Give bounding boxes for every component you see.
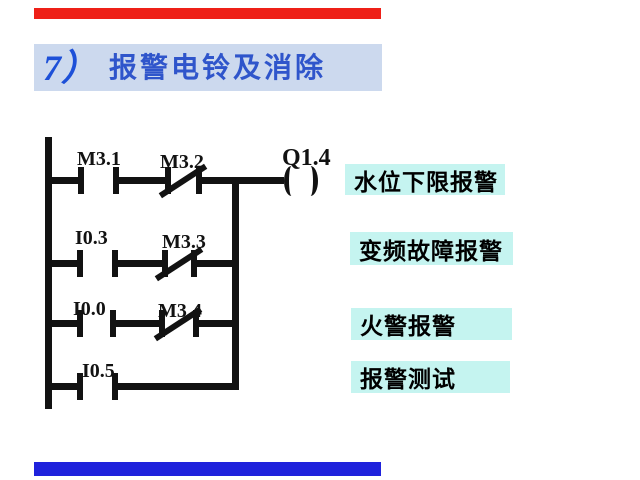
- wire: [118, 383, 239, 390]
- annotation-vfd-fault-alarm: 变频故障报警: [350, 232, 513, 265]
- wire: [52, 177, 78, 184]
- coil-icon: [284, 166, 299, 196]
- wire: [199, 320, 239, 327]
- contact-bar: [191, 250, 197, 277]
- contact-bar: [77, 250, 83, 277]
- wire: [197, 260, 239, 267]
- annotation-alarm-test: 报警测试: [351, 361, 510, 393]
- coil-icon: [303, 166, 318, 196]
- contact-label: M3.3: [162, 231, 206, 253]
- contact-bar: [77, 310, 83, 337]
- top-red-bar: [34, 8, 381, 19]
- wire: [118, 260, 162, 267]
- contact-bar: [159, 310, 165, 337]
- wire: [52, 260, 77, 267]
- title-number: 7）: [43, 47, 98, 88]
- annotation-fire-alarm: 火警报警: [351, 308, 512, 340]
- contact-label: M3.1: [77, 148, 121, 170]
- page-title: 报警电铃及消除: [109, 51, 327, 83]
- coil-label: Q1.4: [282, 145, 331, 171]
- contact-bar: [78, 167, 84, 194]
- wire: [52, 320, 77, 327]
- wire: [52, 383, 77, 390]
- branch-wire: [232, 177, 239, 390]
- bottom-blue-bar: [34, 462, 381, 476]
- contact-bar: [77, 373, 83, 400]
- contact-bar: [196, 167, 202, 194]
- contact-bar: [193, 310, 199, 337]
- contact-bar: [113, 167, 119, 194]
- contact-bar: [162, 250, 168, 277]
- annotation-water-level-alarm: 水位下限报警: [345, 164, 505, 195]
- contact-bar: [165, 167, 171, 194]
- contact-bar: [112, 373, 118, 400]
- wire: [119, 177, 165, 184]
- wire: [202, 177, 284, 184]
- contact-bar: [110, 310, 116, 337]
- power-rail: [45, 137, 52, 409]
- wire: [116, 320, 159, 327]
- contact-label: M3.2: [160, 151, 204, 173]
- contact-label: I0.5: [82, 360, 115, 382]
- contact-label: I0.0: [73, 298, 106, 320]
- title-box: 7） 报警电铃及消除: [34, 44, 382, 91]
- contact-bar: [112, 250, 118, 277]
- contact-label: I0.3: [75, 227, 108, 249]
- contact-label: M3.4: [158, 300, 202, 322]
